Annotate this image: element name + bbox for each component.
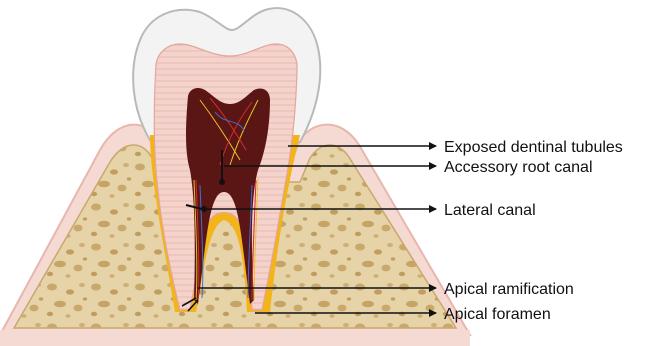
label-accessory-root-canal: Accessory root canal — [444, 159, 593, 176]
gum-base — [0, 330, 470, 346]
label-apical-ramification: Apical ramification — [444, 281, 574, 298]
label-exposed-dentinal-tubules: Exposed dentinal tubules — [444, 139, 623, 156]
label-apical-foramen: Apical foramen — [444, 306, 551, 323]
label-lateral-canal: Lateral canal — [444, 202, 536, 219]
